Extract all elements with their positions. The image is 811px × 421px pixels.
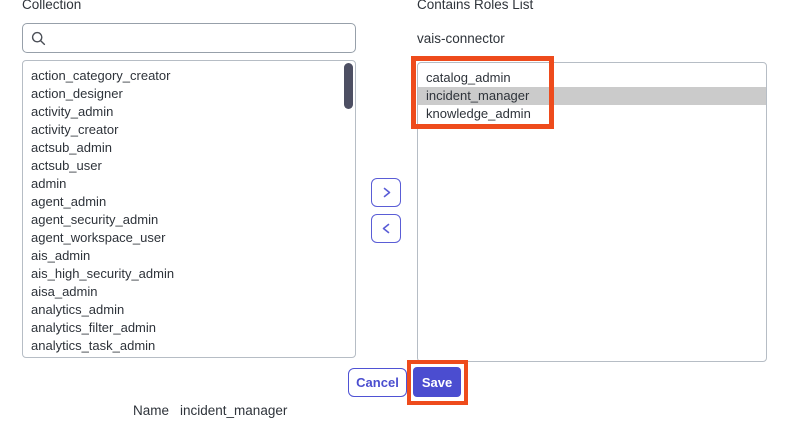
- list-item[interactable]: agent_admin: [31, 194, 107, 209]
- search-icon: [31, 31, 46, 45]
- save-button[interactable]: Save: [413, 367, 461, 397]
- contains-roles-listbox[interactable]: catalog_admin incident_manager knowledge…: [417, 62, 767, 362]
- collection-search-input[interactable]: [52, 30, 347, 46]
- list-item[interactable]: admin: [31, 176, 67, 191]
- chevron-right-icon: [383, 187, 390, 198]
- list-item[interactable]: catalog_admin: [426, 70, 511, 85]
- list-item[interactable]: actsub_user: [31, 158, 102, 173]
- move-right-button[interactable]: [371, 178, 401, 207]
- collection-label: Collection: [22, 0, 82, 12]
- contains-roles-list-label: Contains Roles List: [417, 0, 534, 12]
- list-item[interactable]: analytics_admin: [31, 302, 125, 317]
- list-item[interactable]: action_category_creator: [31, 68, 171, 83]
- list-item[interactable]: activity_creator: [31, 122, 119, 137]
- cancel-button[interactable]: Cancel: [348, 368, 407, 397]
- contains-roles-list: catalog_admin incident_manager knowledge…: [418, 69, 766, 123]
- move-left-button[interactable]: [371, 214, 401, 243]
- collection-search-box[interactable]: [22, 23, 356, 53]
- name-value: incident_manager: [180, 403, 288, 418]
- list-item[interactable]: knowledge_admin: [426, 106, 531, 121]
- list-item[interactable]: ais_high_security_admin: [31, 266, 175, 281]
- list-item-selected[interactable]: incident_manager: [418, 87, 766, 105]
- collection-listbox[interactable]: action_category_creator action_designer …: [22, 60, 356, 358]
- list-item[interactable]: analytics_filter_admin: [31, 320, 157, 335]
- list-item[interactable]: agent_security_admin: [31, 212, 159, 227]
- list-item[interactable]: analytics_task_admin: [31, 338, 156, 353]
- chevron-left-icon: [382, 223, 389, 234]
- name-row: Name incident_manager: [133, 403, 287, 418]
- list-item[interactable]: activity_admin: [31, 104, 114, 119]
- list-item[interactable]: aisa_admin: [31, 284, 98, 299]
- list-item[interactable]: actsub_admin: [31, 140, 112, 155]
- list-item[interactable]: agent_workspace_user: [31, 230, 166, 245]
- list-item[interactable]: analytics_viewer: [23, 355, 355, 357]
- list-item[interactable]: ais_admin: [31, 248, 91, 263]
- collection-list: action_category_creator action_designer …: [23, 67, 355, 357]
- scrollbar-thumb[interactable]: [344, 63, 353, 109]
- group-name-label: vais-connector: [417, 31, 505, 46]
- name-label: Name: [133, 403, 170, 418]
- list-item[interactable]: action_designer: [31, 86, 123, 101]
